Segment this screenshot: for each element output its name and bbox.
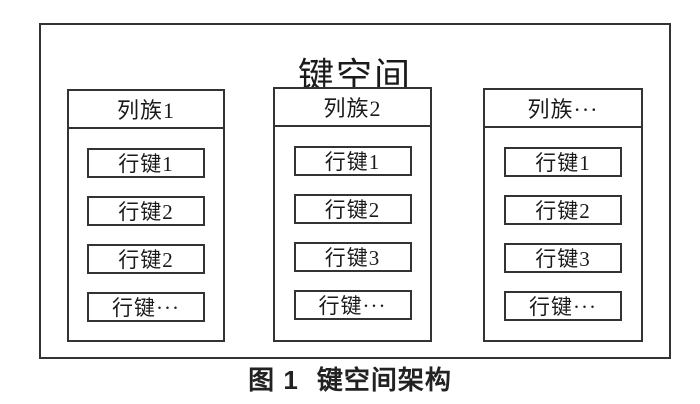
- figure-caption: 图 1 键空间架构: [0, 367, 700, 393]
- row-key-box: 行键···: [504, 291, 622, 321]
- column-family-header: 列族···: [485, 90, 641, 128]
- row-key-box: 行键···: [293, 290, 412, 320]
- column-family-box-3: 列族··· 行键1 行键2 行键3 行键···: [483, 88, 643, 342]
- figure-title: 键空间架构: [316, 365, 452, 395]
- row-key-box: 行键3: [293, 242, 412, 272]
- column-family-header: 列族1: [69, 91, 223, 129]
- row-key-box: 行键1: [293, 146, 412, 176]
- row-key-box: 行键1: [504, 147, 622, 177]
- figure-number-label: 图 1: [248, 365, 299, 395]
- row-key-box: 行键2: [293, 194, 412, 224]
- column-family-box-2: 列族2 行键1 行键2 行键3 行键···: [273, 87, 432, 342]
- row-key-box: 行键2: [504, 195, 622, 225]
- column-family-header: 列族2: [275, 89, 430, 127]
- column-family-body: 行键1 行键2 行键3 行键···: [275, 127, 430, 320]
- row-key-box: 行键3: [504, 243, 622, 273]
- column-family-body: 行键1 行键2 行键3 行键···: [485, 128, 641, 321]
- row-key-box: 行键2: [87, 244, 205, 274]
- row-key-box: 行键1: [87, 148, 205, 178]
- column-family-box-1: 列族1 行键1 行键2 行键2 行键···: [67, 89, 225, 342]
- row-key-box: 行键···: [87, 292, 205, 322]
- row-key-box: 行键2: [87, 196, 205, 226]
- column-family-body: 行键1 行键2 行键2 行键···: [69, 129, 223, 322]
